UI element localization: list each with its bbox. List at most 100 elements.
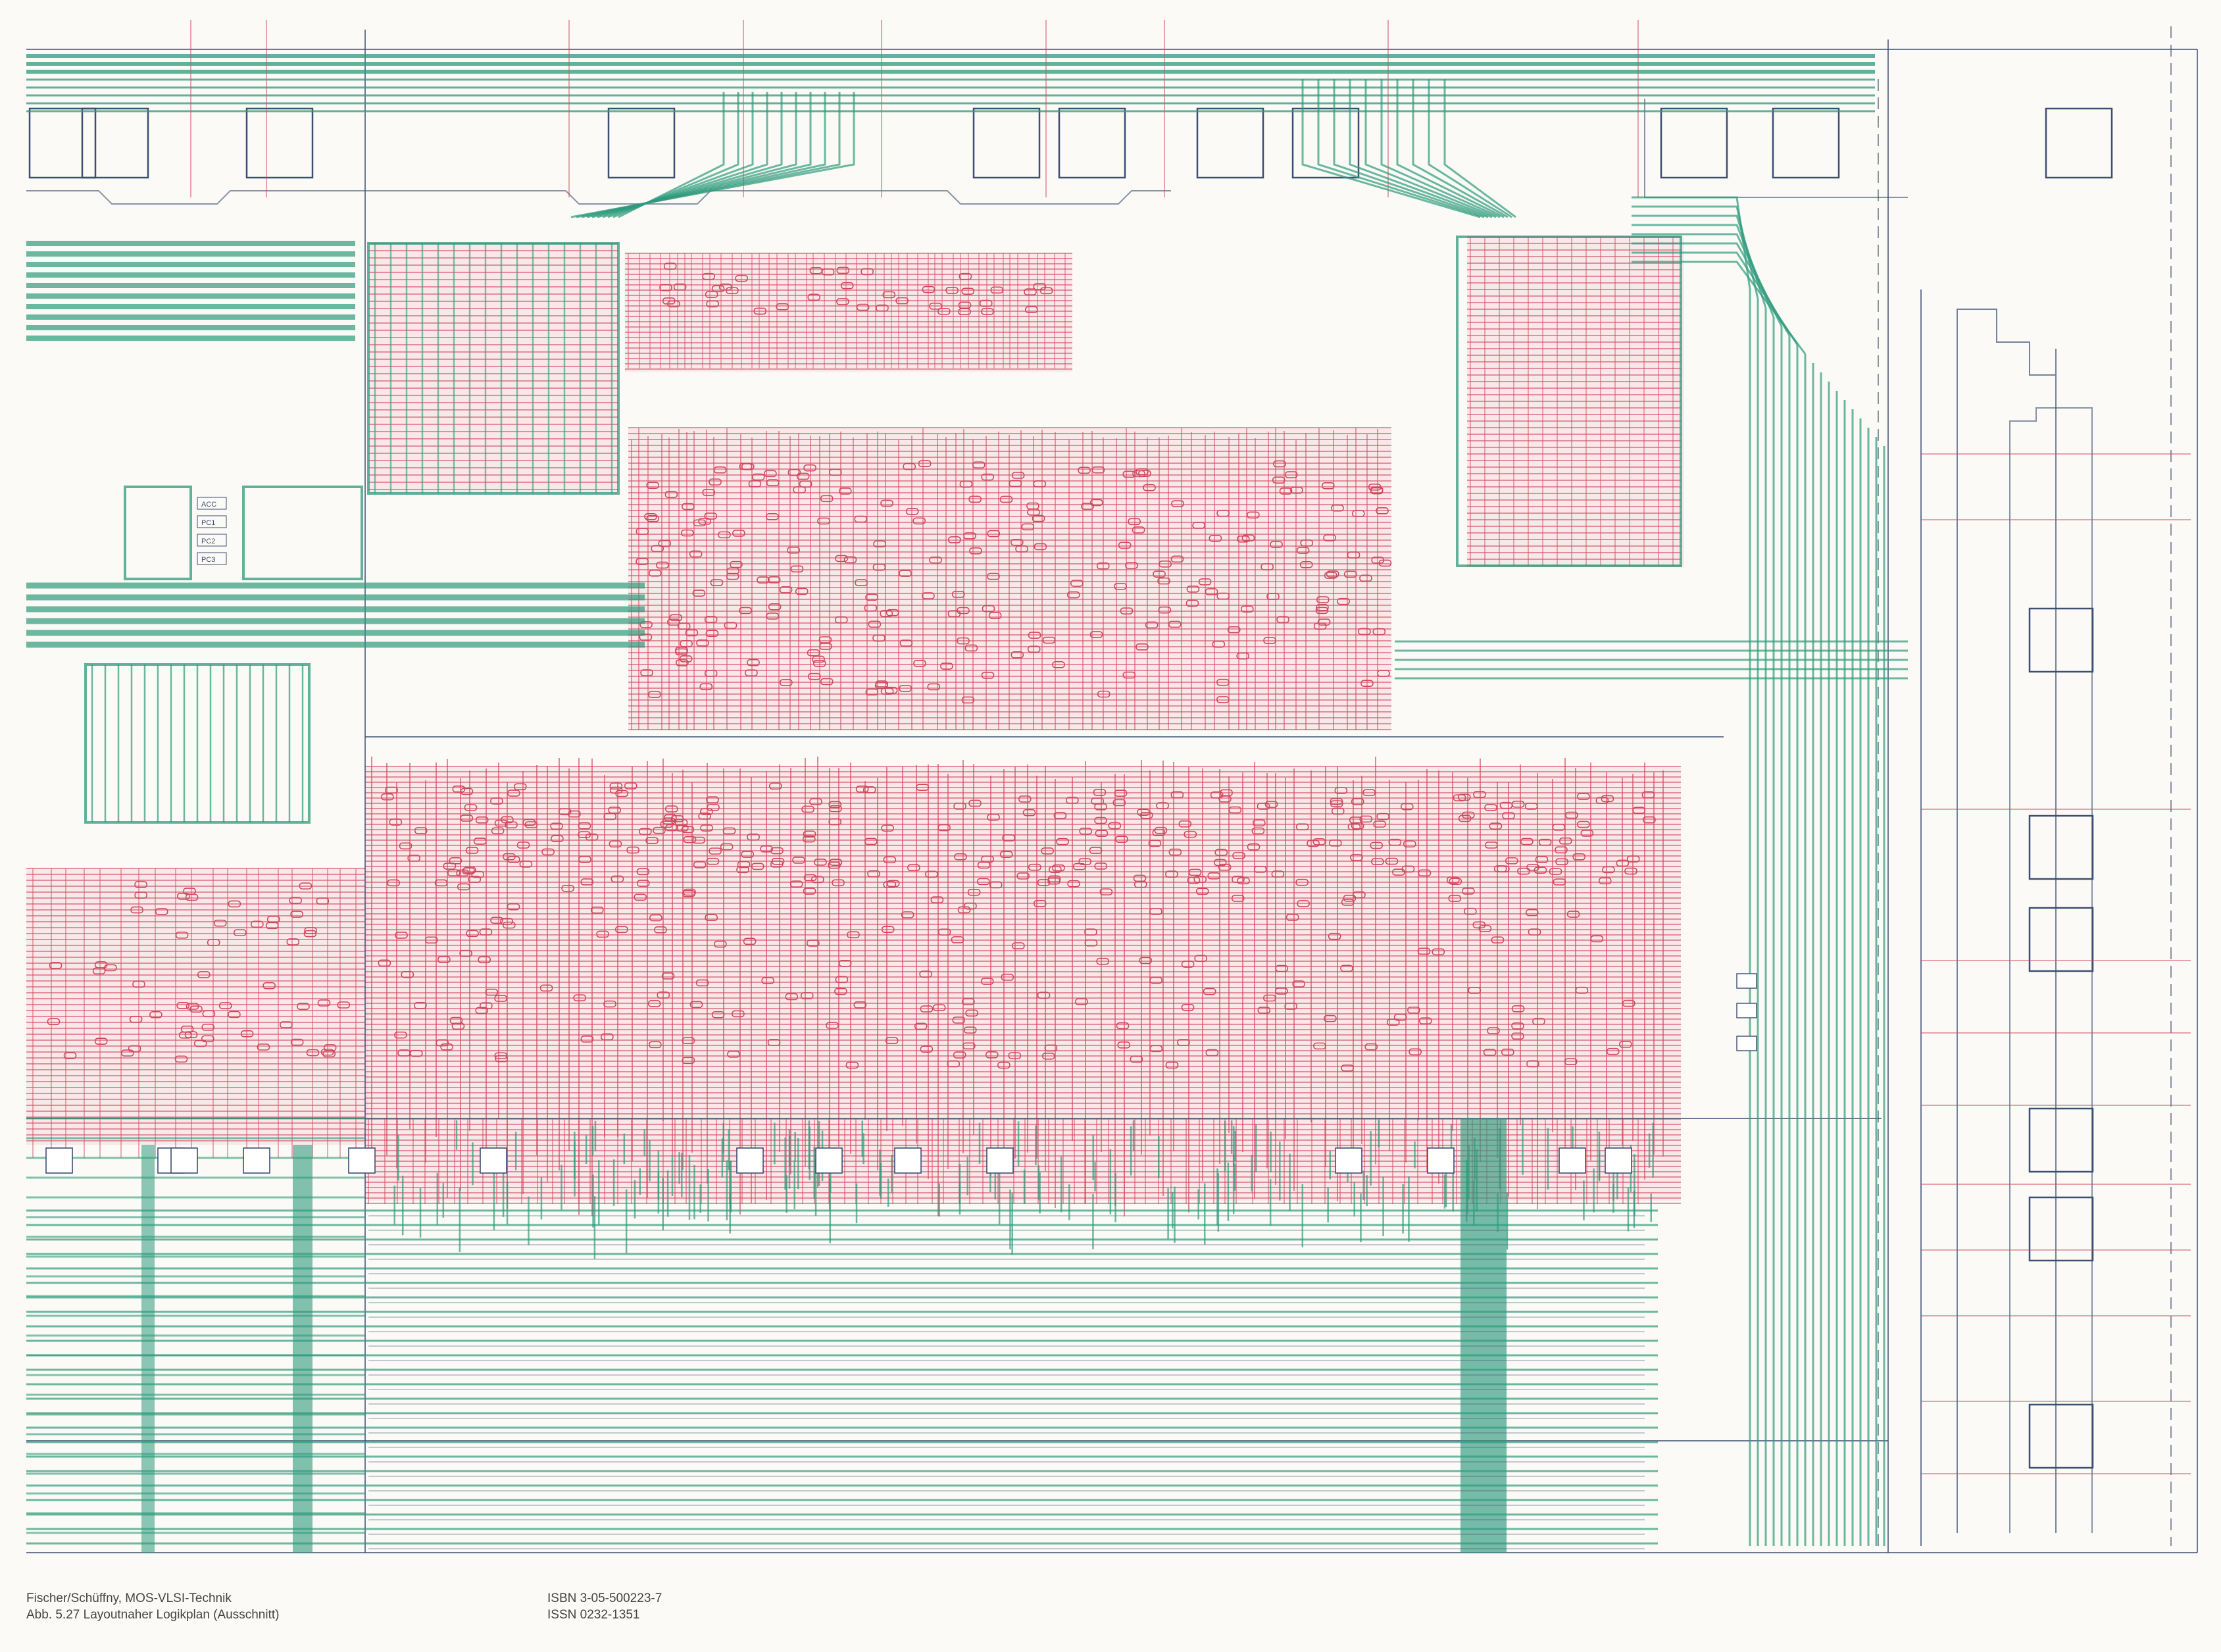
contact-cell <box>1263 994 1276 1002</box>
contact-cell <box>981 473 995 481</box>
logic-array-region <box>628 428 1391 730</box>
contact-cell <box>1181 1004 1195 1011</box>
contact-cell <box>218 1002 232 1009</box>
contact-cell <box>1359 815 1373 823</box>
contact-cell <box>1052 864 1065 872</box>
contact-cell <box>1015 545 1028 553</box>
contact-cell <box>1328 839 1342 847</box>
contact-cell <box>626 846 639 854</box>
contact-cell <box>1266 593 1280 600</box>
contact-cell <box>609 782 623 790</box>
contact-cell <box>1385 857 1399 865</box>
register-cell <box>197 552 227 565</box>
contact-cell <box>1417 947 1431 955</box>
contact-cell <box>490 916 503 924</box>
contact-cell <box>1409 1048 1422 1056</box>
contact-cell <box>228 1011 241 1018</box>
bond-pad <box>1058 107 1126 179</box>
contact-cell <box>1535 856 1549 863</box>
contact-cell <box>1096 562 1110 570</box>
contact-cell <box>134 881 147 888</box>
contact-cell <box>1149 908 1162 915</box>
contact-cell <box>176 1002 189 1009</box>
contact-cell <box>648 569 662 577</box>
contact-cell <box>414 1002 427 1009</box>
contact-cell <box>1296 547 1310 554</box>
contact-cell <box>653 826 666 834</box>
gate-symbol <box>45 1147 73 1174</box>
contact-cell <box>882 291 896 299</box>
contact-cell <box>800 992 814 999</box>
contact-cell <box>820 678 834 686</box>
caption-figure-title: Abb. 5.27 Layoutnaher Logikplan (Ausschn… <box>26 1608 280 1622</box>
contact-cell <box>736 866 749 874</box>
contact-cell <box>962 998 975 1005</box>
contact-cell <box>1212 640 1226 648</box>
contact-cell <box>1483 1049 1497 1056</box>
contact-cell <box>836 266 850 274</box>
contact-cell <box>1313 1042 1326 1050</box>
contact-cell <box>1317 618 1331 626</box>
bond-pad <box>972 107 1041 179</box>
bond-pad <box>2045 107 2113 179</box>
contact-cell <box>706 857 720 865</box>
contact-cell <box>820 495 834 503</box>
contact-cell <box>1334 787 1348 794</box>
metal-block <box>367 242 620 495</box>
contact-cell <box>573 994 586 1002</box>
contact-cell <box>1616 859 1630 867</box>
contact-cell <box>692 589 706 597</box>
contact-cell <box>663 263 677 270</box>
contact-cell <box>711 285 725 293</box>
contact-cell <box>779 586 793 593</box>
contact-cell <box>646 514 660 522</box>
contact-cell <box>387 879 400 887</box>
metal-route <box>1632 261 1807 355</box>
contact-cell <box>1247 843 1260 851</box>
contact-cell <box>609 840 622 848</box>
register-cell <box>197 534 227 547</box>
contact-cell <box>1501 1048 1514 1056</box>
contact-cell <box>972 461 986 468</box>
contact-cell <box>1257 1007 1271 1014</box>
contact-cell <box>507 789 520 797</box>
gate-symbol <box>348 1147 376 1174</box>
contact-cell <box>639 828 652 836</box>
contact-cell <box>654 926 667 934</box>
contact-cell <box>202 1010 216 1018</box>
contact-cell <box>1037 991 1051 999</box>
contact-cell <box>793 486 806 493</box>
contact-cell <box>464 804 478 811</box>
contact-cell <box>1138 470 1151 477</box>
contact-cell <box>1024 306 1038 314</box>
contact-cell <box>905 508 919 515</box>
contact-cell <box>1016 872 1030 880</box>
contact-cell <box>961 288 974 295</box>
contact-cell <box>711 1011 725 1018</box>
contact-cell <box>478 956 491 964</box>
contact-cell <box>251 920 264 928</box>
contact-cell <box>1499 801 1513 809</box>
bond-pad <box>2028 1403 2094 1469</box>
contact-cell <box>1112 799 1126 807</box>
contact-cell <box>1075 998 1088 1005</box>
contact-cell <box>667 618 680 626</box>
contact-cell <box>987 813 1000 821</box>
contact-cell <box>767 576 781 584</box>
contact-cell <box>1132 526 1145 534</box>
contact-cell <box>1251 827 1265 835</box>
contact-cell <box>814 859 827 866</box>
contact-cell <box>1032 514 1045 522</box>
contact-cell <box>916 784 930 791</box>
caption-issn: ISSN 0232-1351 <box>547 1608 640 1622</box>
contact-cell <box>494 819 508 827</box>
metal-route <box>1380 79 1501 218</box>
contact-cell <box>951 936 964 943</box>
contact-cell <box>792 857 805 864</box>
contact-cell <box>665 824 678 832</box>
contact-cell <box>1084 939 1098 947</box>
contact-cell <box>1236 652 1249 660</box>
contact-cell <box>727 1051 740 1058</box>
contact-cell <box>1193 876 1207 883</box>
contact-cell <box>132 980 145 988</box>
